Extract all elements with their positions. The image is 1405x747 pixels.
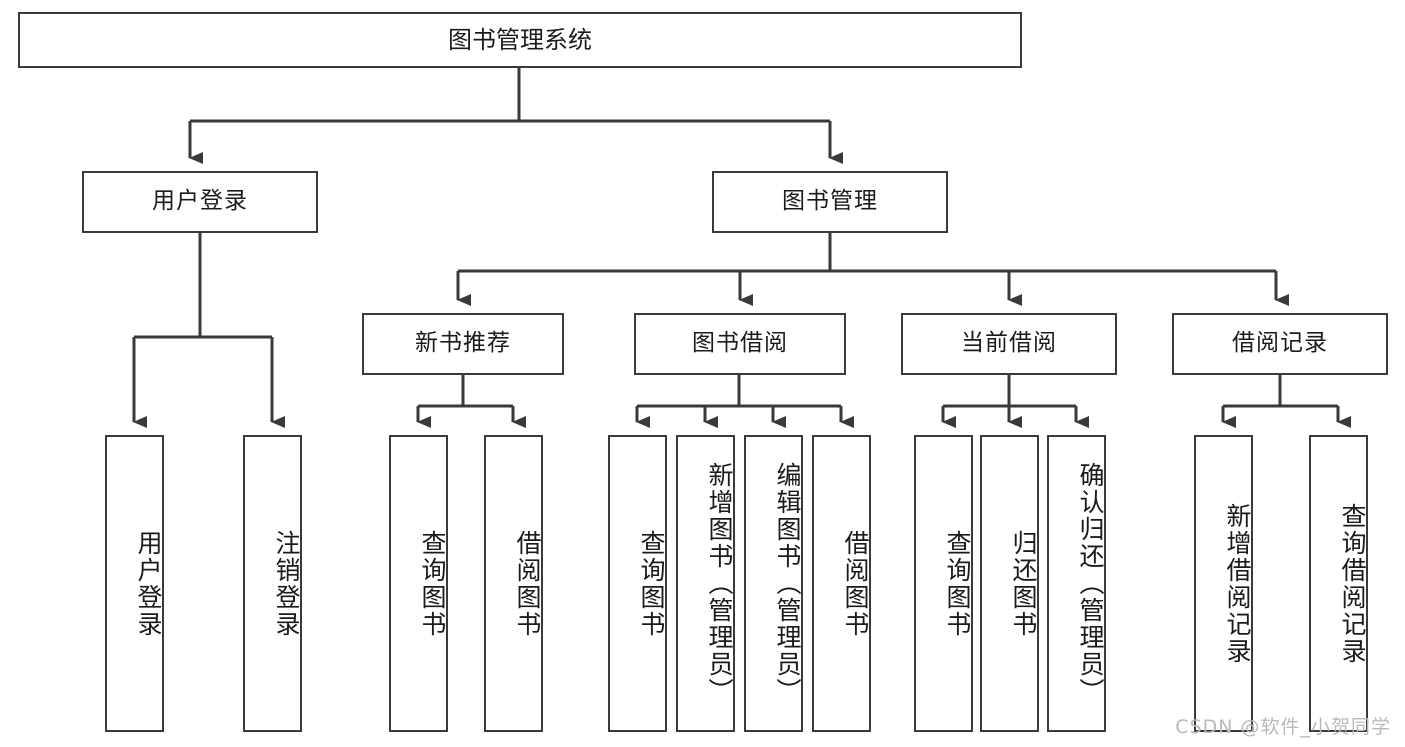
leaf-user-login[interactable]: 用户登录 [105, 435, 164, 732]
node-label: 归还图书 [1009, 529, 1038, 638]
leaf-query-borrow-record[interactable]: 查询借阅记录 [1309, 435, 1368, 732]
node-label: 当前借阅 [961, 330, 1057, 357]
leaf-edit-book-admin[interactable]: 编辑图书（管理员） [744, 435, 803, 732]
node-label: 注销登录 [272, 529, 301, 638]
node-label: 确认归还（管理员） [1076, 462, 1105, 705]
node-label: 借阅图书 [513, 529, 542, 638]
leaf-query-book-borrow[interactable]: 查询图书 [608, 435, 667, 732]
node-root-book-management-system[interactable]: 图书管理系统 [18, 12, 1022, 68]
node-label: 新增图书（管理员） [705, 462, 734, 705]
leaf-add-borrow-record[interactable]: 新增借阅记录 [1194, 435, 1253, 732]
leaf-return-book[interactable]: 归还图书 [980, 435, 1039, 732]
node-borrow-record[interactable]: 借阅记录 [1172, 313, 1388, 375]
leaf-borrow-book-recommend[interactable]: 借阅图书 [484, 435, 543, 732]
watermark: CSDN @软件_小贺同学 [1175, 716, 1391, 738]
node-label: 查询图书 [637, 529, 666, 638]
node-label: 查询图书 [418, 529, 447, 638]
node-label: 用户登录 [134, 529, 163, 638]
node-label: 图书管理系统 [448, 25, 592, 54]
node-label: 借阅记录 [1232, 330, 1328, 357]
node-label: 新增借阅记录 [1223, 502, 1252, 665]
node-label: 查询借阅记录 [1338, 502, 1367, 665]
node-label: 编辑图书（管理员） [773, 462, 802, 705]
leaf-query-book-current[interactable]: 查询图书 [914, 435, 973, 732]
leaf-confirm-return-admin[interactable]: 确认归还（管理员） [1047, 435, 1106, 732]
leaf-borrow-book[interactable]: 借阅图书 [812, 435, 871, 732]
node-label: 图书借阅 [692, 330, 788, 357]
node-label: 查询图书 [943, 529, 972, 638]
leaf-query-book-recommend[interactable]: 查询图书 [389, 435, 448, 732]
node-label: 图书管理 [782, 188, 878, 215]
leaf-logout[interactable]: 注销登录 [243, 435, 302, 732]
node-current-borrow[interactable]: 当前借阅 [901, 313, 1117, 375]
node-user-login[interactable]: 用户登录 [82, 171, 318, 233]
leaf-add-book-admin[interactable]: 新增图书（管理员） [676, 435, 735, 732]
node-label: 借阅图书 [841, 529, 870, 638]
node-label: 新书推荐 [415, 330, 511, 357]
node-label: 用户登录 [152, 188, 248, 215]
node-book-management[interactable]: 图书管理 [712, 171, 948, 233]
node-new-book-recommend[interactable]: 新书推荐 [362, 313, 564, 375]
node-book-borrow[interactable]: 图书借阅 [634, 313, 846, 375]
